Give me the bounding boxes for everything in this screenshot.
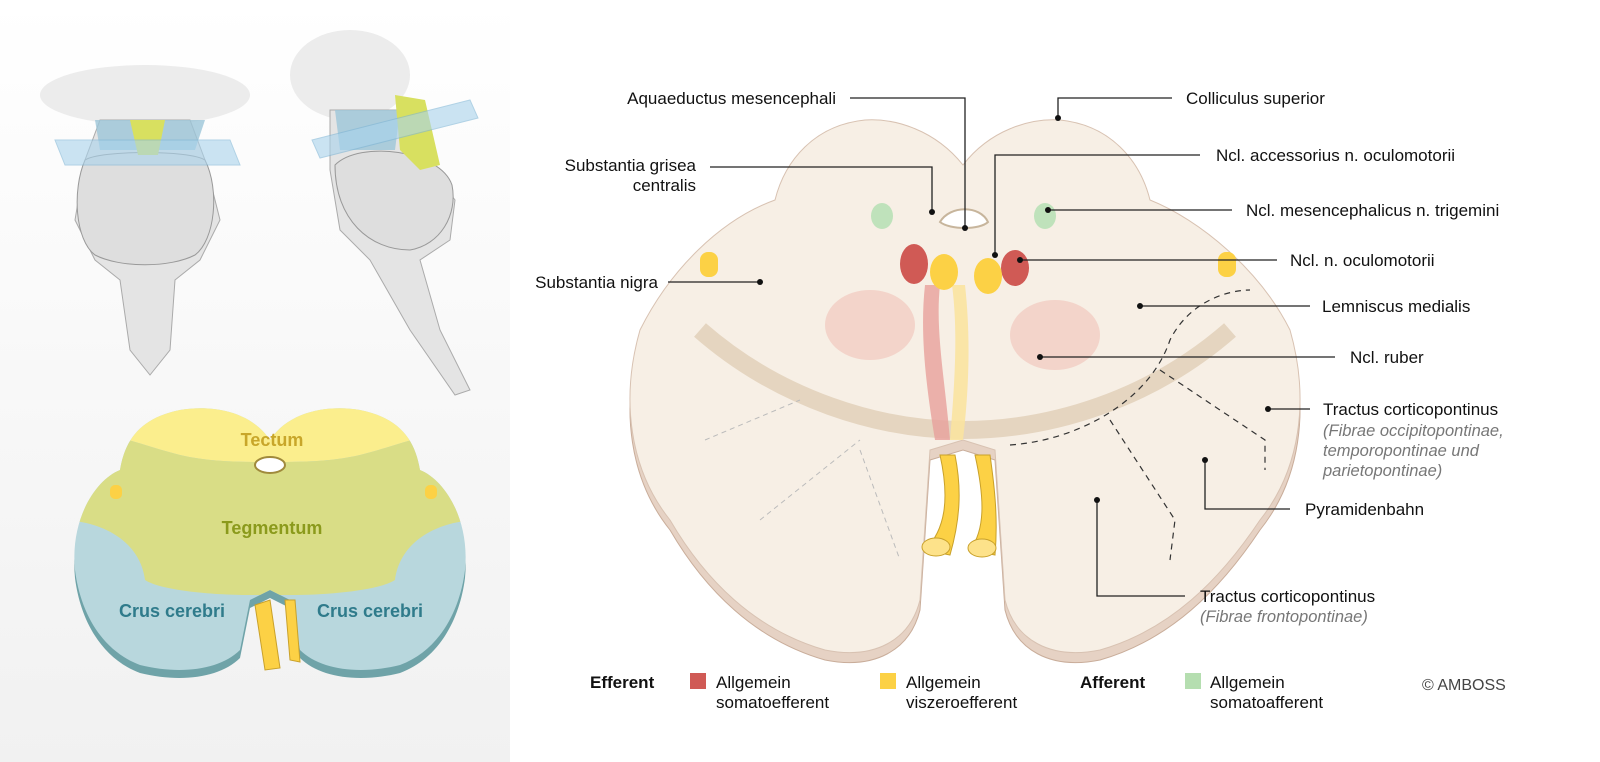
brainstem-ventral-view	[40, 65, 250, 376]
label-ruber: Ncl. ruber	[1350, 348, 1424, 367]
legend-label: Allgemein	[906, 673, 981, 692]
legend-afferent: Afferent	[1080, 673, 1146, 692]
brainstem-lateral-view	[290, 30, 479, 396]
regions-cross-section: Tectum Tegmentum Crus cerebri Crus cereb…	[74, 408, 466, 678]
label-tractus-1-sub2: temporopontinae und	[1323, 442, 1480, 460]
region-tegmentum: Tegmentum	[222, 518, 323, 538]
label-grisea-line1: Substantia grisea	[565, 156, 697, 175]
legend-label: Allgemein	[716, 673, 791, 692]
label-tractus-2: Tractus corticopontinus	[1200, 587, 1375, 606]
legend-efferent: Efferent	[590, 673, 655, 692]
region-crus-cerebri-right: Crus cerebri	[317, 601, 423, 621]
label-colliculus: Colliculus superior	[1186, 89, 1325, 108]
label-accessorius: Ncl. accessorius n. oculomotorii	[1216, 146, 1455, 165]
label-tractus-1-sub1: (Fibrae occipitopontinae,	[1323, 422, 1504, 440]
copyright: © AMBOSS	[1422, 677, 1506, 694]
label-grisea-line2: centralis	[633, 176, 696, 195]
leader-lines	[668, 97, 1335, 597]
midbrain-cross-section	[629, 119, 1301, 664]
label-tractus-1-sub3: parietopontinae)	[1322, 462, 1442, 480]
legend: Efferent Allgemein somatoefferent Allgem…	[590, 673, 1323, 712]
label-mesencephalicus: Ncl. mesencephalicus n. trigemini	[1246, 201, 1499, 220]
legend-label: Allgemein	[1210, 673, 1285, 692]
oculomotor-nerve	[923, 454, 997, 556]
legend-label: somatoefferent	[716, 693, 829, 712]
label-nigra: Substantia nigra	[535, 273, 658, 292]
legend-swatch-somatoafferent	[1185, 673, 1201, 689]
label-lemniscus: Lemniscus medialis	[1322, 297, 1470, 316]
label-tractus-1: Tractus corticopontinus	[1323, 400, 1498, 419]
ncl-ruber-left	[825, 290, 915, 360]
aqueduct	[938, 208, 990, 229]
ncl-ruber-right	[1010, 300, 1100, 370]
region-tectum: Tectum	[241, 430, 304, 450]
legend-swatch-somatoefferent	[690, 673, 706, 689]
label-oculomotorii: Ncl. n. oculomotorii	[1290, 251, 1435, 270]
legend-label: somatoafferent	[1210, 693, 1323, 712]
label-tractus-2-sub: (Fibrae frontopontinae)	[1200, 608, 1368, 626]
label-pyramidenbahn: Pyramidenbahn	[1305, 500, 1424, 519]
legend-swatch-viszeroefferent	[880, 673, 896, 689]
label-aquaeductus: Aquaeductus mesencephali	[627, 89, 836, 108]
legend-label: viszeroefferent	[906, 693, 1017, 712]
region-crus-cerebri-left: Crus cerebri	[119, 601, 225, 621]
